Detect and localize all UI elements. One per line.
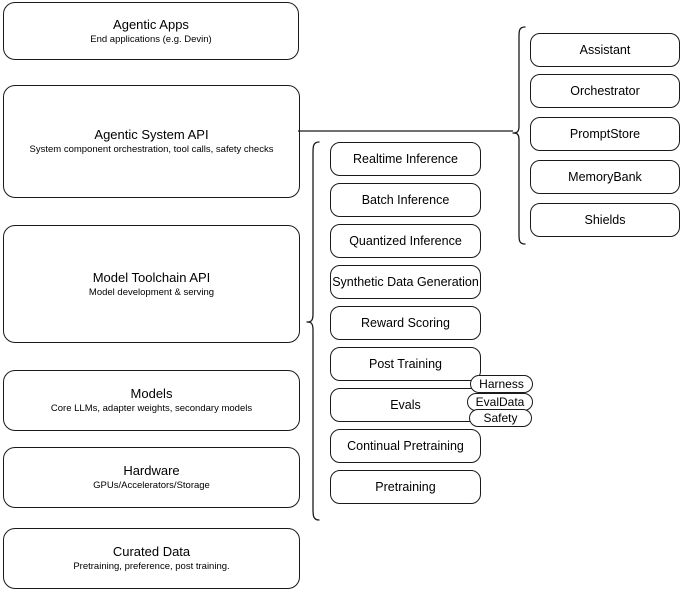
- layer-hardware[interactable]: Hardware GPUs/Accelerators/Storage: [3, 447, 300, 508]
- component-memorybank[interactable]: MemoryBank: [530, 160, 680, 194]
- component-label: Post Training: [369, 356, 442, 371]
- component-label: Realtime Inference: [353, 151, 458, 166]
- component-evals[interactable]: Evals: [330, 388, 481, 422]
- component-orchestrator[interactable]: Orchestrator: [530, 74, 680, 108]
- component-quantized-inference[interactable]: Quantized Inference: [330, 224, 481, 258]
- layer-model-toolchain-api[interactable]: Model Toolchain API Model development & …: [3, 225, 300, 343]
- eval-subcomponent-safety[interactable]: Safety: [469, 409, 532, 427]
- layer-subtitle: Pretraining, preference, post training.: [73, 561, 230, 572]
- component-synthetic-data-generation[interactable]: Synthetic Data Generation: [330, 265, 481, 299]
- layer-title: Curated Data: [112, 544, 191, 559]
- layer-subtitle: Model development & serving: [88, 286, 215, 298]
- component-continual-pretraining[interactable]: Continual Pretraining: [330, 429, 481, 463]
- component-label: Continual Pretraining: [347, 438, 464, 453]
- system-api-connector-line: [298, 126, 516, 136]
- component-post-training[interactable]: Post Training: [330, 347, 481, 381]
- component-promptstore[interactable]: PromptStore: [530, 117, 680, 151]
- component-label: Shields: [584, 212, 626, 227]
- layer-subtitle: Core LLMs, adapter weights, secondary mo…: [50, 403, 253, 414]
- component-label: Quantized Inference: [349, 233, 462, 248]
- component-label: Synthetic Data Generation: [332, 274, 479, 289]
- system-components-brace: [512, 26, 526, 245]
- eval-subcomponent-harness[interactable]: Harness: [470, 375, 533, 393]
- component-label: Evals: [390, 397, 421, 412]
- component-assistant[interactable]: Assistant: [530, 33, 680, 67]
- layer-title: Agentic System API: [94, 127, 209, 142]
- component-batch-inference[interactable]: Batch Inference: [330, 183, 481, 217]
- layer-title: Agentic Apps: [113, 16, 189, 32]
- pill-label: Harness: [479, 377, 524, 391]
- component-label: Assistant: [579, 42, 631, 57]
- component-label: PromptStore: [569, 126, 641, 141]
- component-label: Pretraining: [375, 479, 436, 494]
- component-label: MemoryBank: [568, 169, 642, 184]
- component-label: Batch Inference: [361, 192, 450, 207]
- layer-agentic-system-api[interactable]: Agentic System API System component orch…: [3, 85, 300, 198]
- component-reward-scoring[interactable]: Reward Scoring: [330, 306, 481, 340]
- layer-subtitle: End applications (e.g. Devin): [90, 33, 212, 45]
- pill-label: EvalData: [475, 395, 525, 409]
- layer-title: Hardware: [123, 463, 180, 478]
- toolchain-brace: [306, 141, 320, 521]
- layer-title: Model Toolchain API: [92, 269, 211, 285]
- component-pretraining[interactable]: Pretraining: [330, 470, 481, 504]
- layer-subtitle: GPUs/Accelerators/Storage: [93, 480, 210, 491]
- layer-models[interactable]: Models Core LLMs, adapter weights, secon…: [3, 370, 300, 431]
- pill-label: Safety: [483, 411, 518, 425]
- component-label: Reward Scoring: [361, 315, 450, 330]
- layer-agentic-apps[interactable]: Agentic Apps End applications (e.g. Devi…: [3, 2, 299, 60]
- component-realtime-inference[interactable]: Realtime Inference: [330, 142, 481, 176]
- layer-title: Models: [130, 386, 173, 401]
- layer-subtitle: System component orchestration, tool cal…: [29, 144, 274, 155]
- component-label: Orchestrator: [570, 83, 640, 98]
- layer-curated-data[interactable]: Curated Data Pretraining, preference, po…: [3, 528, 300, 589]
- component-shields[interactable]: Shields: [530, 203, 680, 237]
